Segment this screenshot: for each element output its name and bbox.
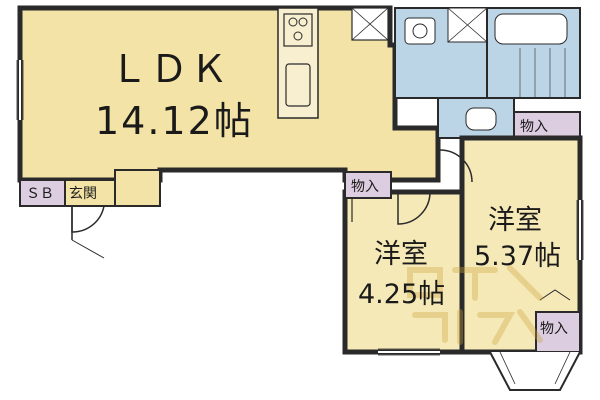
storage-label-room-a: 物入 xyxy=(351,179,379,195)
shoe-box-label: ＳＢ xyxy=(26,186,54,202)
entrance-area xyxy=(19,169,161,259)
storage-label-top-right: 物入 xyxy=(520,119,548,135)
western-room-b-name: 洋室 xyxy=(488,205,542,236)
bay-window xyxy=(489,351,581,391)
washbasin-icon xyxy=(404,17,436,45)
window-marks xyxy=(16,60,584,356)
ldk-room-name: ＬＤＫ xyxy=(110,47,231,91)
entrance-label: 玄関 xyxy=(69,186,97,202)
stove-icon xyxy=(283,13,313,47)
western-room-a-name: 洋室 xyxy=(374,239,428,270)
appliance-spaces xyxy=(351,7,389,41)
sink-icon xyxy=(285,63,311,107)
western-room-a-size: 4.25帖 xyxy=(358,279,446,310)
kitchen-counter xyxy=(277,7,319,119)
storage-label-room-b: 物入 xyxy=(540,321,568,337)
ldk-room-size: 14.12帖 xyxy=(95,99,254,143)
storage-top-right xyxy=(513,111,581,139)
western-room-a xyxy=(342,171,465,355)
watermark-logo xyxy=(407,265,543,345)
toilet-area xyxy=(437,97,515,139)
bathtub-icon xyxy=(494,13,568,45)
western-room-b-size: 5.37帖 xyxy=(474,241,562,272)
wet-area xyxy=(394,7,581,99)
toilet-icon xyxy=(465,107,497,131)
